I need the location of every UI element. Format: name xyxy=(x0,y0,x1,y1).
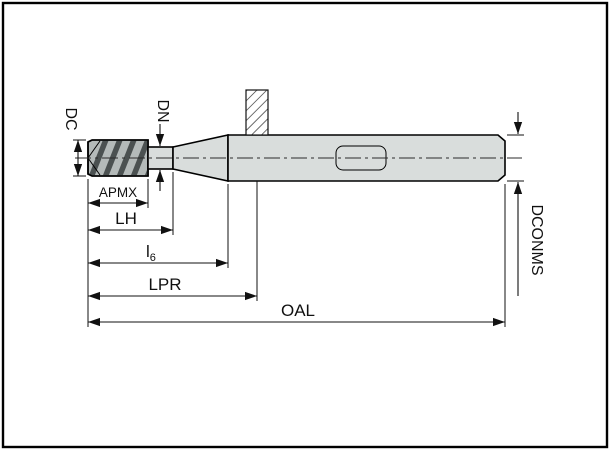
dim-label-oal: OAL xyxy=(281,301,315,320)
dim-label-l6: l6 xyxy=(146,242,156,264)
tip-facet-lines xyxy=(87,140,101,176)
dim-dn: DN xyxy=(154,99,171,191)
dim-label-apmx: APMX xyxy=(99,185,137,200)
dim-apmx: APMX xyxy=(88,179,149,208)
gauge-wall-hatch xyxy=(245,89,269,136)
dim-dc: DC xyxy=(62,107,86,177)
dim-label-dconms: DCONMS xyxy=(528,204,545,275)
dim-label-lh: LH xyxy=(115,209,137,228)
dim-oal: OAL xyxy=(87,179,506,327)
dim-lpr: LPR xyxy=(88,181,258,301)
dim-dconms: DCONMS xyxy=(507,112,545,296)
dim-l6: l6 xyxy=(88,184,229,268)
dim-lh: LH xyxy=(88,172,174,235)
dim-label-lpr: LPR xyxy=(148,275,181,294)
dim-label-dc: DC xyxy=(62,107,79,130)
dim-label-dn: DN xyxy=(154,99,171,122)
